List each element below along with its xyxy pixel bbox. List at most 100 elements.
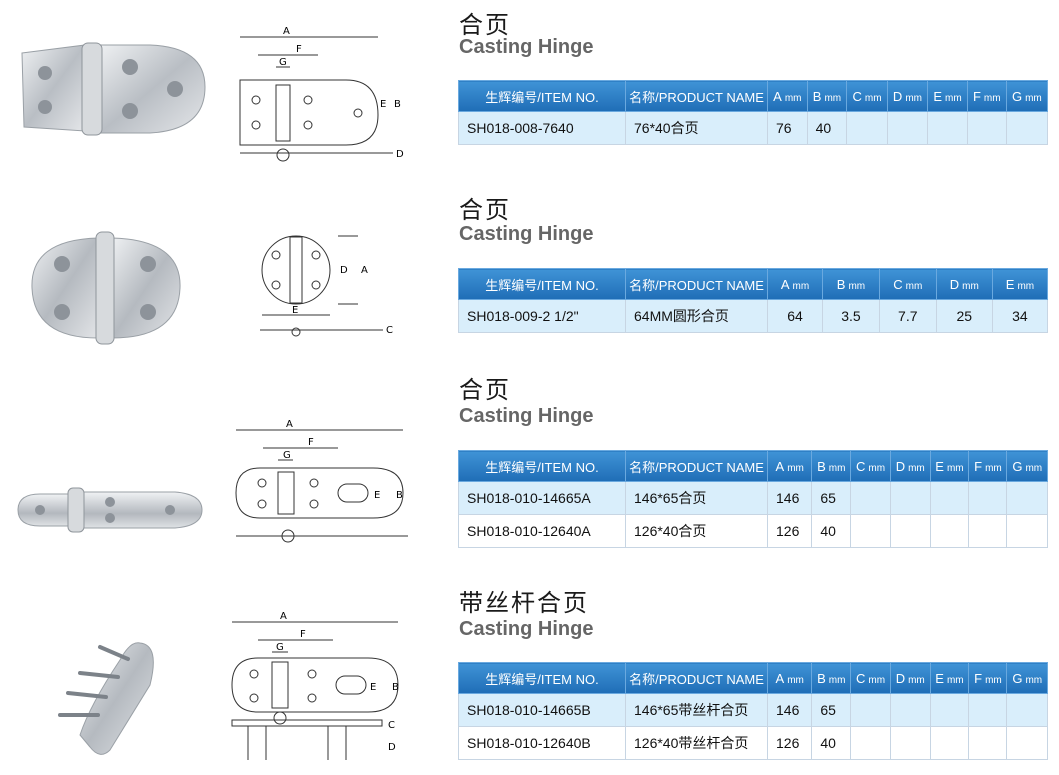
table-row: SH018-010-14665A 146*65合页 146 65 — [458, 481, 1048, 515]
dim-label-b: B — [392, 682, 399, 693]
cell-dim-d: 25 — [935, 299, 993, 333]
cell-dim-b: 3.5 — [822, 299, 880, 333]
hinge-drawing-3: A F G E B — [235, 419, 408, 543]
header-product-name: 名称/PRODUCT NAME — [625, 662, 768, 694]
hinge-drawing-4: A F G E B C D — [231, 611, 399, 760]
cell-item-no: SH018-010-12640A — [458, 514, 626, 548]
cell-dim-a: 64 — [766, 299, 824, 333]
cell-dim-a: 146 — [766, 693, 813, 727]
dim-label-f: F — [300, 629, 306, 640]
table-row: SH018-010-14665B 146*65带丝杆合页 146 65 — [458, 693, 1048, 727]
cell-product-name: 146*65合页 — [625, 481, 768, 515]
dim-label-e: E — [374, 490, 380, 501]
hinge-photo-2 — [31, 231, 181, 345]
cell-item-no: SH018-008-7640 — [458, 111, 626, 145]
cell-dim-g — [1006, 693, 1048, 727]
hinge-photo-4 — [58, 642, 154, 755]
hinge-photo-1 — [21, 42, 206, 136]
cell-dim-c — [850, 514, 891, 548]
cell-product-name: 146*65带丝杆合页 — [625, 693, 768, 727]
dim-label-f: F — [296, 44, 302, 55]
cell-item-no: SH018-009-2 1/2" — [458, 299, 626, 333]
cell-dim-a: 126 — [766, 726, 813, 760]
cell-dim-f — [968, 693, 1008, 727]
cell-dim-f — [968, 481, 1008, 515]
cell-dim-f — [968, 726, 1008, 760]
cell-dim-d — [889, 726, 931, 760]
table-row: SH018-008-7640 76*40合页 76 40 — [458, 111, 1049, 145]
section-title-cn: 合页 — [459, 11, 511, 39]
header-item-no: 生辉编号/ITEM NO. — [458, 80, 626, 112]
header-product-name: 名称/PRODUCT NAME — [625, 450, 768, 482]
cell-dim-e — [929, 481, 970, 515]
cell-dim-c — [846, 111, 888, 145]
dim-label-b: B — [396, 490, 403, 501]
cell-dim-d — [886, 111, 929, 145]
cell-dim-g — [1006, 481, 1048, 515]
section-title-en: Casting Hinge — [459, 36, 594, 58]
cell-product-name: 64MM圆形合页 — [625, 299, 768, 333]
cell-item-no: SH018-010-12640B — [458, 726, 626, 760]
cell-product-name: 76*40合页 — [625, 111, 768, 145]
header-product-name: 名称/PRODUCT NAME — [625, 80, 768, 112]
cell-dim-g — [1006, 514, 1048, 548]
dim-label-a: A — [361, 265, 368, 276]
hinge-drawing-2: A D E C — [260, 235, 393, 337]
cell-dim-e — [929, 726, 970, 760]
cell-dim-d — [889, 481, 931, 515]
cell-dim-e — [927, 111, 968, 145]
dim-label-e: E — [292, 305, 298, 316]
product-section-1: A F G E B D 合页 Casting Hinge 生辉编号/ITEM N… — [0, 0, 1059, 180]
dim-label-e: E — [370, 682, 376, 693]
cell-item-no: SH018-010-14665B — [458, 693, 626, 727]
cell-dim-d — [889, 693, 931, 727]
cell-dim-d — [889, 514, 931, 548]
header-item-no: 生辉编号/ITEM NO. — [458, 662, 626, 694]
cell-item-no: SH018-010-14665A — [458, 481, 626, 515]
section-title-cn: 合页 — [459, 196, 511, 224]
header-item-no: 生辉编号/ITEM NO. — [458, 450, 626, 482]
dim-label-g: G — [279, 57, 287, 68]
cell-dim-c: 7.7 — [878, 299, 937, 333]
section-title-en: Casting Hinge — [459, 405, 594, 427]
cell-dim-e — [929, 514, 970, 548]
dim-label-a: A — [280, 611, 287, 622]
cell-product-name: 126*40合页 — [625, 514, 768, 548]
table-row: SH018-009-2 1/2" 64MM圆形合页 64 3.5 7.7 25 … — [458, 299, 1049, 333]
section-title-en: Casting Hinge — [459, 618, 594, 640]
cell-dim-a: 146 — [766, 481, 813, 515]
dim-label-g: G — [283, 450, 291, 461]
dim-label-e: E — [380, 99, 386, 110]
cell-dim-b: 40 — [811, 514, 852, 548]
header-item-no: 生辉编号/ITEM NO. — [458, 268, 626, 300]
dim-label-d: D — [388, 742, 396, 753]
cell-dim-b: 40 — [811, 726, 852, 760]
cell-dim-b: 65 — [811, 693, 852, 727]
product-section-4: A F G E B C D 带丝杆合页 Casting Hinge 生辉编号/I… — [0, 580, 1059, 775]
cell-dim-a: 126 — [766, 514, 813, 548]
cell-dim-a: 76 — [767, 111, 808, 145]
dim-label-f: F — [308, 437, 314, 448]
cell-dim-g — [1006, 726, 1048, 760]
